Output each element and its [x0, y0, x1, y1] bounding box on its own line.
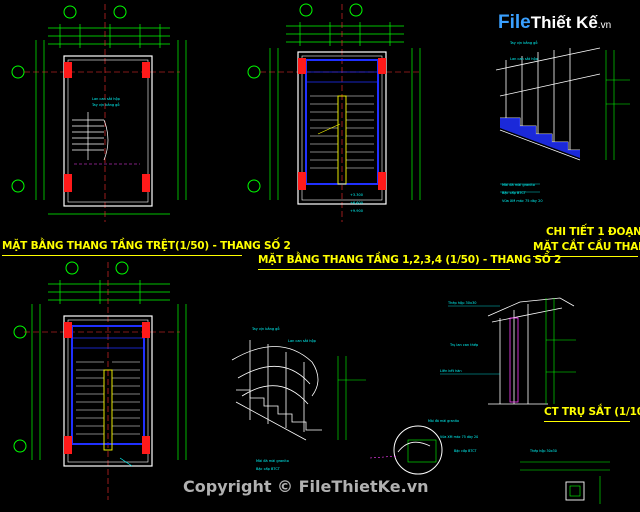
section-detail-title-line1: CHI TIẾT 1 ĐOẠN: [546, 226, 640, 238]
svg-text:Tay vịn bằng gỗ: Tay vịn bằng gỗ: [251, 326, 280, 331]
iron-post-detail-title: CT TRỤ SẮT (1/10): [544, 406, 640, 418]
svg-text:Mài đá mài granito: Mài đá mài granito: [428, 419, 459, 423]
svg-text:Bậc cấp BTCT: Bậc cấp BTCT: [502, 191, 527, 195]
svg-text:Liên kết hàn: Liên kết hàn: [440, 369, 462, 373]
section-detail-title-underline: [533, 256, 638, 257]
svg-text:Vữa XM mác 75 dày 20: Vữa XM mác 75 dày 20: [502, 199, 543, 203]
svg-text:Trụ lan can thép: Trụ lan can thép: [449, 343, 479, 347]
ground-floor-title-underline: [2, 255, 242, 256]
upper-floor-plan-title: MẶT BẰNG THANG TẦNG 1,2,3,4 (1/50) - THA…: [258, 254, 562, 266]
svg-text:Bậc cấp BTCT: Bậc cấp BTCT: [256, 467, 281, 471]
lower-floor-plan: [13, 261, 187, 500]
svg-text:+9.900: +9.900: [350, 209, 363, 213]
svg-text:Thép hộp 30x30: Thép hộp 30x30: [529, 449, 557, 453]
logo-main-text: Thiết Kế: [530, 13, 598, 32]
section-detail-title-line2: MẶT CẮT CẦU THANG: [533, 241, 640, 253]
svg-text:Tay vịn bằng gỗ: Tay vịn bằng gỗ: [509, 40, 538, 45]
iron-post-title-underline: [544, 421, 630, 422]
copyright-watermark: Copyright © FileThietKe.vn: [183, 477, 429, 496]
site-logo: FileThiết Kế.vn: [498, 12, 611, 34]
svg-text:Lan can sắt hộp: Lan can sắt hộp: [92, 96, 121, 101]
ground-floor-plan-title: MẶT BẰNG THANG TẦNG TRỆT(1/50) - THANG S…: [2, 240, 291, 252]
svg-text:+6.600: +6.600: [350, 201, 363, 205]
upper-floor-title-underline: [258, 269, 510, 270]
upper-floor-plan: +3.300 +6.600 +9.900: [247, 3, 421, 222]
svg-text:+3.300: +3.300: [350, 193, 363, 197]
svg-text:Bậc cấp BTCT: Bậc cấp BTCT: [454, 449, 478, 453]
svg-text:Lan can sắt hộp: Lan can sắt hộp: [288, 338, 317, 343]
logo-tld-text: .vn: [597, 20, 612, 31]
ground-floor-plan: Lan can sắt hộp Tay vịn bằng gỗ: [11, 4, 187, 222]
svg-text:Thép hộp 30x30: Thép hộp 30x30: [447, 301, 477, 305]
stair-section-detail: Tay vịn bằng gỗ Lan can sắt hộp Mài đá m…: [495, 40, 630, 203]
stair-section-view: Tay vịn bằng gỗ Lan can sắt hộp Mài đá m…: [231, 326, 478, 475]
logo-lead-text: File: [498, 12, 531, 33]
svg-text:Lan can sắt hộp: Lan can sắt hộp: [510, 56, 539, 61]
svg-text:Mài đá mài granito: Mài đá mài granito: [256, 459, 289, 463]
iron-post-detail: Thép hộp 30x30 Trụ lan can thép Liên kết…: [440, 297, 610, 504]
svg-text:Tay vịn bằng gỗ: Tay vịn bằng gỗ: [91, 102, 120, 107]
svg-text:Mài đá mài granito: Mài đá mài granito: [502, 183, 535, 187]
svg-text:Vữa XM mác 75 dày 20: Vữa XM mác 75 dày 20: [440, 435, 478, 439]
